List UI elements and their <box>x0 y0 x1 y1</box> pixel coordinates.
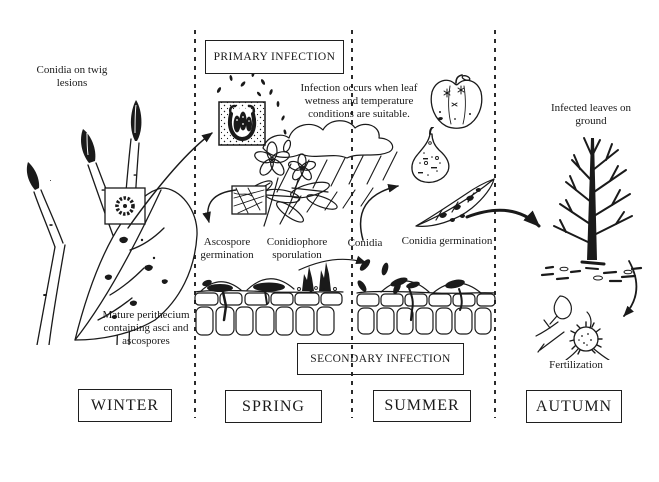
season-box-spring: SPRING <box>225 390 322 423</box>
conidiophore-sporulation-label: Conidiophore sporulation <box>266 236 328 261</box>
leaf-section-sporulation-illustration <box>194 262 344 336</box>
summer-label: SUMMER <box>384 397 460 414</box>
season-box-winter: WINTER <box>78 389 172 422</box>
perithecium-soil-illustration <box>216 71 287 146</box>
rain-cloud-illustration <box>262 120 398 215</box>
primary-infection-box: PRIMARY INFECTION <box>205 40 344 74</box>
ascospore-germination-label: Ascospore germination <box>200 236 254 261</box>
primary-infection-label: PRIMARY INFECTION <box>213 51 336 63</box>
autumn-label: AUTUMN <box>535 397 613 415</box>
fertilization-illustration <box>535 295 610 360</box>
season-box-autumn: AUTUMN <box>526 390 622 423</box>
conidia-label: Conidia <box>347 237 383 249</box>
conidia-on-twig-label: Conidia on twig lesions <box>36 64 108 89</box>
secondary-infection-box: SECONDARY INFECTION <box>297 343 464 375</box>
infection-note-label: Infection occurs when leaf wetness and t… <box>300 82 418 120</box>
divider-spring-summer <box>351 30 353 418</box>
infected-leaf-illustration <box>415 178 495 227</box>
apple-illustration <box>430 74 483 129</box>
bare-tree-illustration <box>540 137 643 283</box>
blossom-cluster-illustration <box>231 139 338 227</box>
fertilization-label: Fertilization <box>549 359 603 371</box>
infected-leaves-label: Infected leaves on ground <box>550 102 631 127</box>
spring-label: SPRING <box>242 397 305 415</box>
conidia-germination-label: Conidia germination <box>401 235 493 247</box>
secondary-infection-label: SECONDARY INFECTION <box>310 353 451 365</box>
leaf-section-germination-illustration <box>356 277 496 335</box>
pear-illustration <box>411 127 450 184</box>
season-box-summer: SUMMER <box>373 390 471 422</box>
mature-perithecium-label: Mature perithecium containing asci and a… <box>102 309 190 347</box>
winter-label: WINTER <box>90 396 160 414</box>
